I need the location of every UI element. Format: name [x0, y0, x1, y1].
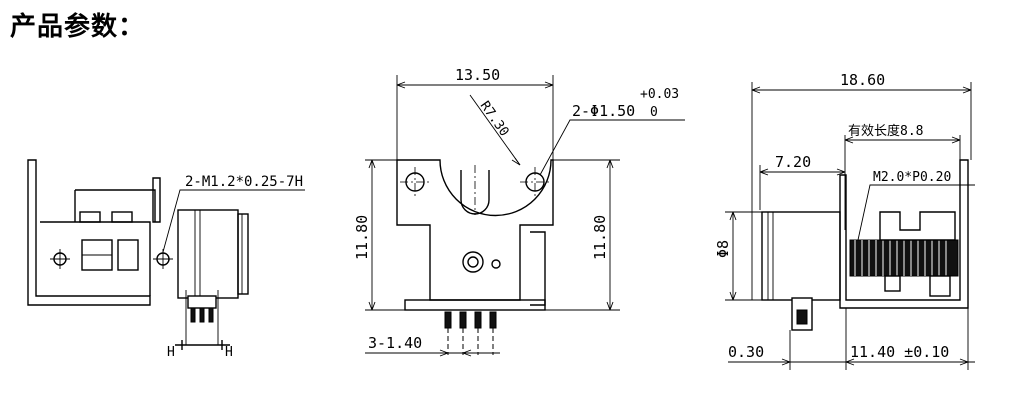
middle-tolerance-upper: +0.03	[640, 87, 679, 102]
right-gap-dim: 0.30	[728, 343, 764, 361]
right-offset-dim: 7.20	[775, 153, 811, 171]
left-h-mark-left: H	[167, 345, 175, 360]
right-overall-dim: 18.60	[840, 71, 885, 89]
left-thread-callout: 2-M1.2*0.25-7H	[185, 174, 303, 190]
right-effective-length: 有效长度8.8	[848, 123, 923, 139]
right-length-dim: 11.40 ±0.10	[850, 343, 949, 361]
middle-pin-pitch-dim: 3-1.40	[368, 334, 422, 352]
right-thread-callout: M2.0*P0.20	[873, 170, 951, 185]
left-h-mark-right: H	[225, 345, 233, 360]
page-title: 产品参数：	[10, 12, 146, 42]
middle-view: 13.50 R7.30 3-1.40	[353, 66, 685, 357]
middle-tolerance-lower: 0	[650, 105, 658, 120]
middle-width-dim: 13.50	[455, 66, 500, 84]
right-view: 18.60 有效长度8.8 7.20 M2.0*P0.20 Φ8	[714, 71, 975, 370]
middle-height-left-dim: 11.80	[353, 215, 371, 260]
middle-radius-dim: R7.30	[477, 99, 512, 140]
right-diameter-dim: Φ8	[714, 240, 732, 258]
middle-height-right-dim: 11.80	[591, 215, 609, 260]
middle-hole-callout: 2-Φ1.50	[572, 102, 635, 120]
left-view: H H 2-M1.2*0.25-7H	[27, 159, 305, 360]
